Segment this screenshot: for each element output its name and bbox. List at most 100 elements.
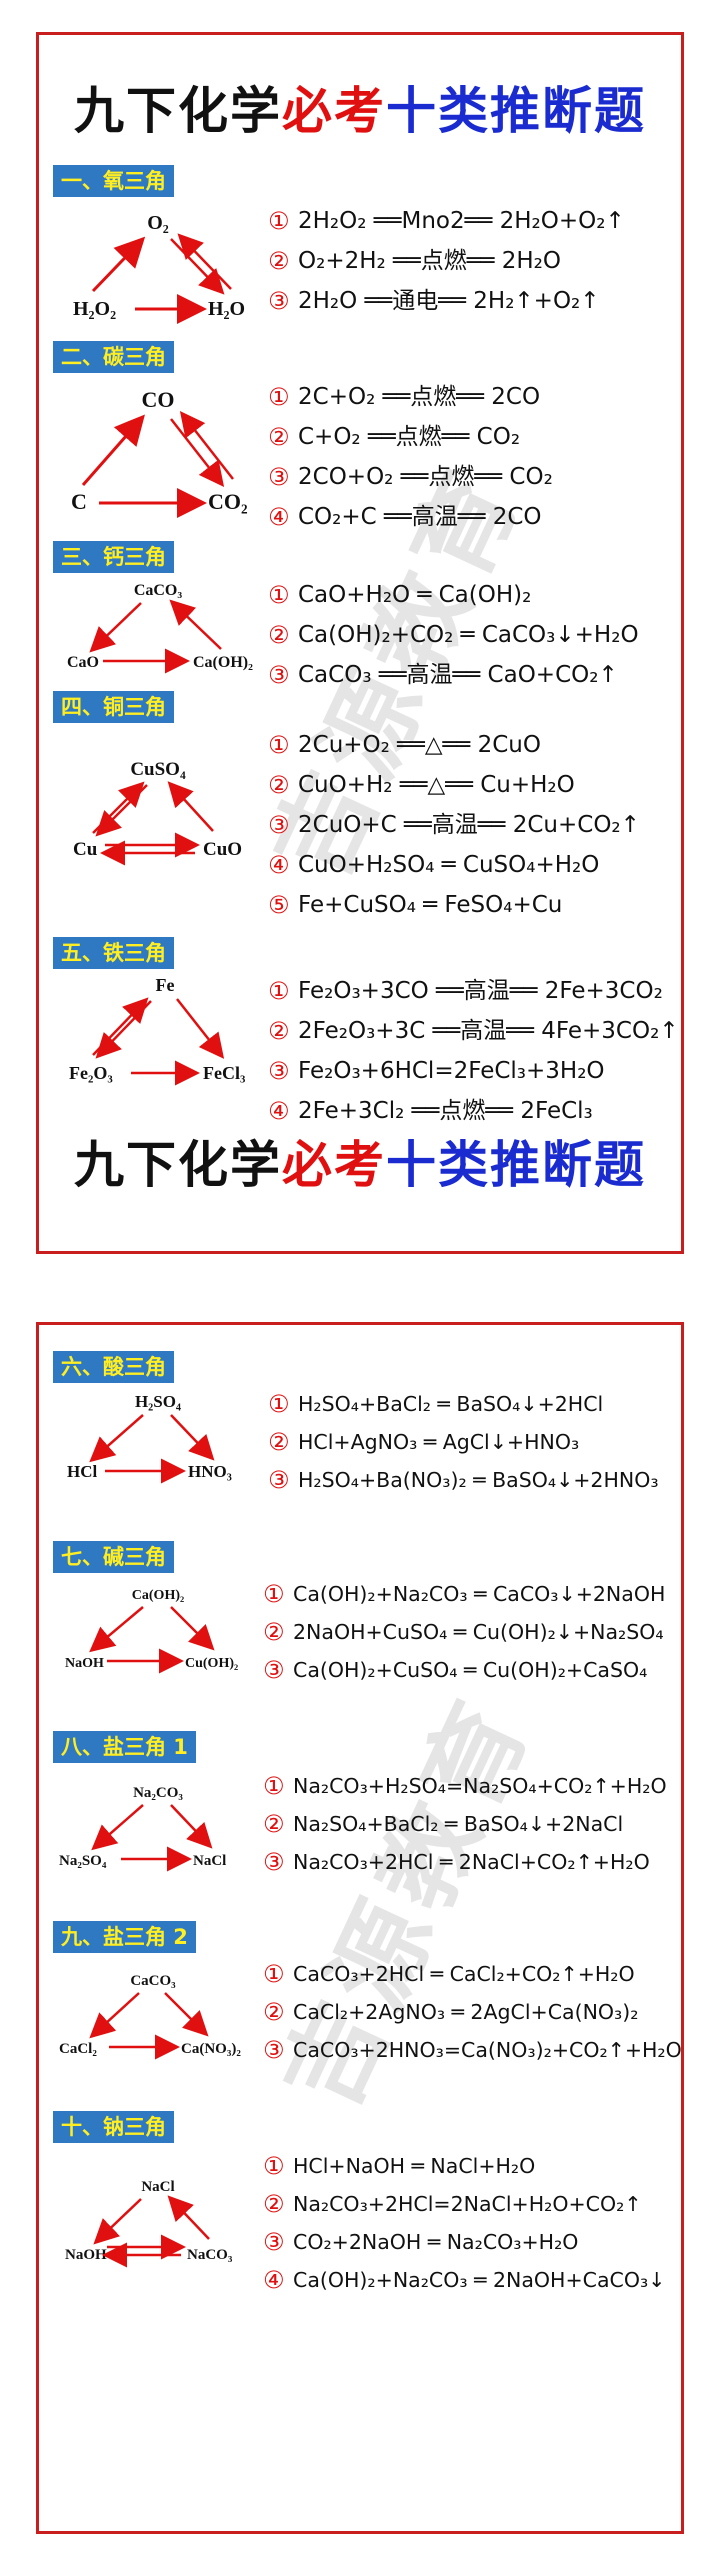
section-tag: 四、铜三角: [53, 691, 174, 723]
node-right: CuO: [203, 839, 242, 860]
node-right: CO₂: [208, 489, 248, 514]
title-part-2: 必考: [282, 82, 386, 140]
node-top: CaCO₃: [130, 1973, 176, 1989]
section-tag: 八、盐三角 1: [53, 1731, 196, 1763]
node-top: CaCO₃: [134, 582, 183, 599]
node-right: NaCO₃: [187, 2247, 233, 2263]
page-title-bottom: 九下化学必考十类推断题: [39, 1125, 681, 1197]
title-part-2: 必考: [282, 1136, 386, 1194]
node-top: H₂SO₄: [135, 1392, 181, 1411]
section-tag: 三、钙三角: [53, 541, 174, 573]
triangle-diagram: O₂ H₂O₂ H₂O: [73, 212, 245, 324]
node-left: NaOH: [65, 2247, 107, 2263]
node-left: H₂O₂: [73, 298, 116, 320]
triangle-diagram: H₂SO₄ HCl HNO₃: [67, 1392, 232, 1484]
title-part-3: 十类推断题: [386, 82, 646, 140]
section-tag: 二、碳三角: [53, 341, 174, 373]
node-top: CuSO₄: [130, 759, 186, 780]
node-left: Na₂SO₄: [59, 1853, 107, 1869]
node-right: Ca(OH)₂: [193, 654, 253, 671]
section-tag: 五、铁三角: [53, 937, 174, 969]
triangle-diagram: Na₂CO₃ Na₂SO₄ NaCl: [59, 1785, 226, 1872]
node-left: NaOH: [65, 1656, 104, 1671]
node-left: CaCl₂: [59, 2041, 97, 2057]
node-top: CO: [142, 387, 175, 412]
node-top: NaCl: [141, 2179, 174, 2195]
node-left: Cu: [73, 839, 98, 860]
node-top: O₂: [147, 212, 169, 234]
triangle-diagram: CaCO₃ CaO Ca(OH)₂: [67, 582, 253, 674]
node-left: Fe₂O₃: [69, 1063, 113, 1083]
node-right: Ca(NO₃)₂: [181, 2041, 241, 2057]
title-part-1: 九下化学: [74, 82, 282, 140]
node-top: Ca(OH)₂: [132, 1588, 184, 1603]
node-right: FeCl₃: [203, 1063, 246, 1083]
section-tag: 十、钠三角: [53, 2111, 174, 2143]
node-right: NaCl: [193, 1853, 226, 1869]
section-tag: 一、氧三角: [53, 165, 174, 197]
node-left: CaO: [67, 654, 99, 671]
page-title-top: 九下化学必考十类推断题: [39, 71, 681, 143]
triangle-diagram: NaCl NaOH NaCO₃: [65, 2179, 233, 2268]
node-right: Cu(OH)₂: [185, 1656, 238, 1671]
node-top: Na₂CO₃: [133, 1785, 183, 1801]
node-right: HNO₃: [188, 1462, 232, 1481]
title-part-3: 十类推断题: [386, 1136, 646, 1194]
triangle-diagram: CuSO₄ Cu CuO: [73, 759, 242, 866]
node-right: H₂O: [208, 298, 245, 320]
node-left: C: [71, 489, 87, 514]
section-tag: 六、酸三角: [53, 1351, 174, 1383]
section-tag: 九、盐三角 2: [53, 1921, 196, 1953]
node-left: HCl: [67, 1462, 98, 1481]
triangle-diagram: CO C CO₂: [71, 387, 248, 518]
section-tag: 七、碱三角: [53, 1541, 174, 1573]
